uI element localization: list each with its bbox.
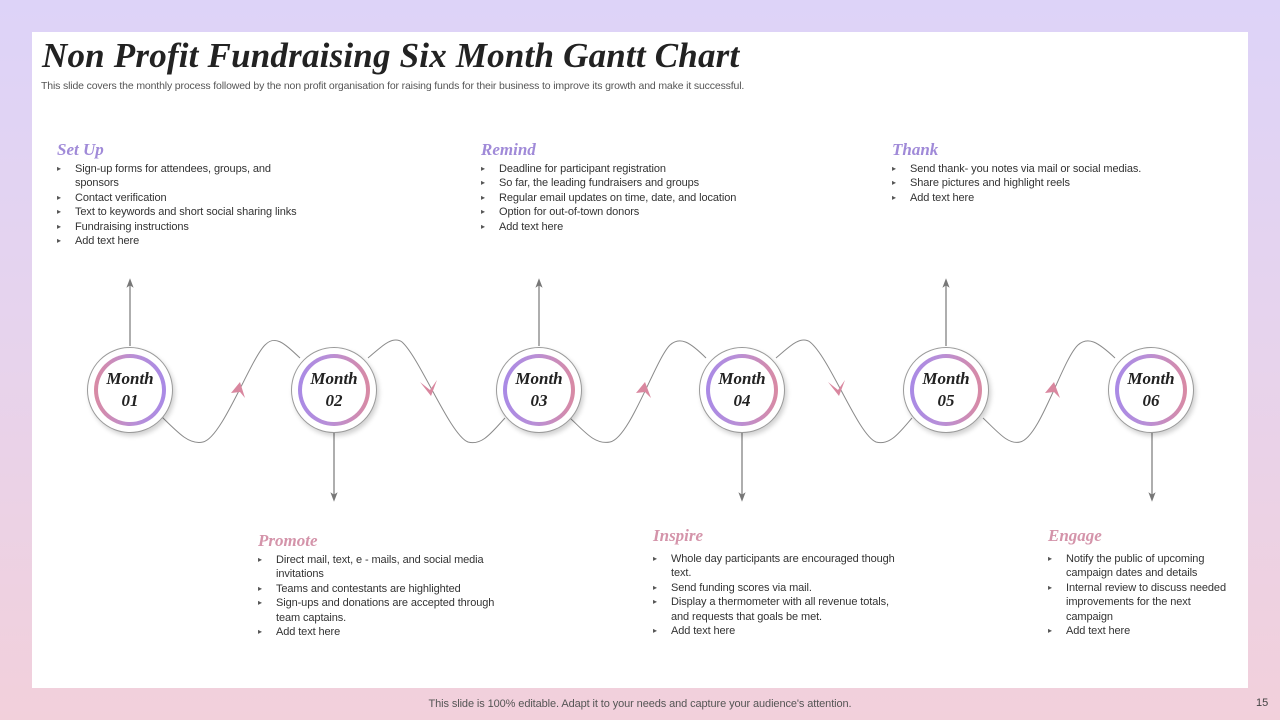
slide-subtitle: This slide covers the monthly process fo… <box>41 80 745 92</box>
list-item: So far, the leading fundraisers and grou… <box>481 176 746 191</box>
phase-thank: Thank Send thank- you notes via mail or … <box>892 140 1142 206</box>
list-item: Deadline for participant registration <box>481 162 746 177</box>
list-item: Display a thermometer with all revenue t… <box>653 595 903 624</box>
list-item: Share pictures and highlight reels <box>892 176 1142 191</box>
list-item: Send funding scores via mail. <box>653 581 903 596</box>
list-item: Fundraising instructions <box>57 220 317 235</box>
gradient-ring <box>503 354 575 426</box>
gradient-ring <box>298 354 370 426</box>
list-item: Text to keywords and short social sharin… <box>57 205 317 220</box>
list-item: Regular email updates on time, date, and… <box>481 191 746 206</box>
gradient-ring <box>910 354 982 426</box>
phase-items: Deadline for participant registration So… <box>481 162 746 234</box>
phase-remind: Remind Deadline for participant registra… <box>481 140 746 234</box>
list-item: Option for out-of-town donors <box>481 205 746 220</box>
phase-title: Inspire <box>653 526 704 545</box>
list-item: Contact verification <box>57 191 317 206</box>
slide-footer: This slide is 100% editable. Adapt it to… <box>428 698 852 710</box>
gradient-ring <box>1115 354 1187 426</box>
phase-items: Whole day participants are encouraged th… <box>653 552 903 639</box>
list-item: Add text here <box>481 220 746 235</box>
list-item: Add text here <box>892 191 1142 206</box>
phase-title: Remind <box>481 140 536 159</box>
slide-title: Non Profit Fundraising Six Month Gantt C… <box>42 36 740 75</box>
phase-items: Direct mail, text, e - mails, and social… <box>258 553 508 640</box>
list-item: Sign-up forms for attendees, groups, and… <box>57 162 317 191</box>
phase-title: Set Up <box>57 140 104 159</box>
list-item: Teams and contestants are highlighted <box>258 582 508 597</box>
phase-items: Notify the public of upcoming campaign d… <box>1048 552 1233 639</box>
phase-promote: Promote Direct mail, text, e - mails, an… <box>258 531 508 640</box>
list-item: Whole day participants are encouraged th… <box>653 552 903 581</box>
phase-title: Promote <box>258 531 318 550</box>
phase-engage: Engage Notify the public of upcoming cam… <box>1048 526 1233 639</box>
list-item: Internal review to discuss needed improv… <box>1048 581 1233 624</box>
page-number: 15 <box>1256 697 1269 709</box>
list-item: Notify the public of upcoming campaign d… <box>1048 552 1233 581</box>
phase-items: Sign-up forms for attendees, groups, and… <box>57 162 317 249</box>
list-item: Add text here <box>258 625 508 640</box>
list-item: Sign-ups and donations are accepted thro… <box>258 596 508 625</box>
phase-items: Send thank- you notes via mail or social… <box>892 162 1142 206</box>
list-item: Add text here <box>1048 624 1233 639</box>
list-item: Add text here <box>57 234 317 249</box>
gradient-ring <box>94 354 166 426</box>
phase-inspire: Inspire Whole day participants are encou… <box>653 526 903 639</box>
gradient-ring <box>706 354 778 426</box>
phase-setup: Set Up Sign-up forms for attendees, grou… <box>57 140 317 249</box>
list-item: Direct mail, text, e - mails, and social… <box>258 553 508 582</box>
phase-title: Thank <box>892 140 939 159</box>
phase-title: Engage <box>1048 526 1102 545</box>
list-item: Add text here <box>653 624 903 639</box>
list-item: Send thank- you notes via mail or social… <box>892 162 1142 177</box>
